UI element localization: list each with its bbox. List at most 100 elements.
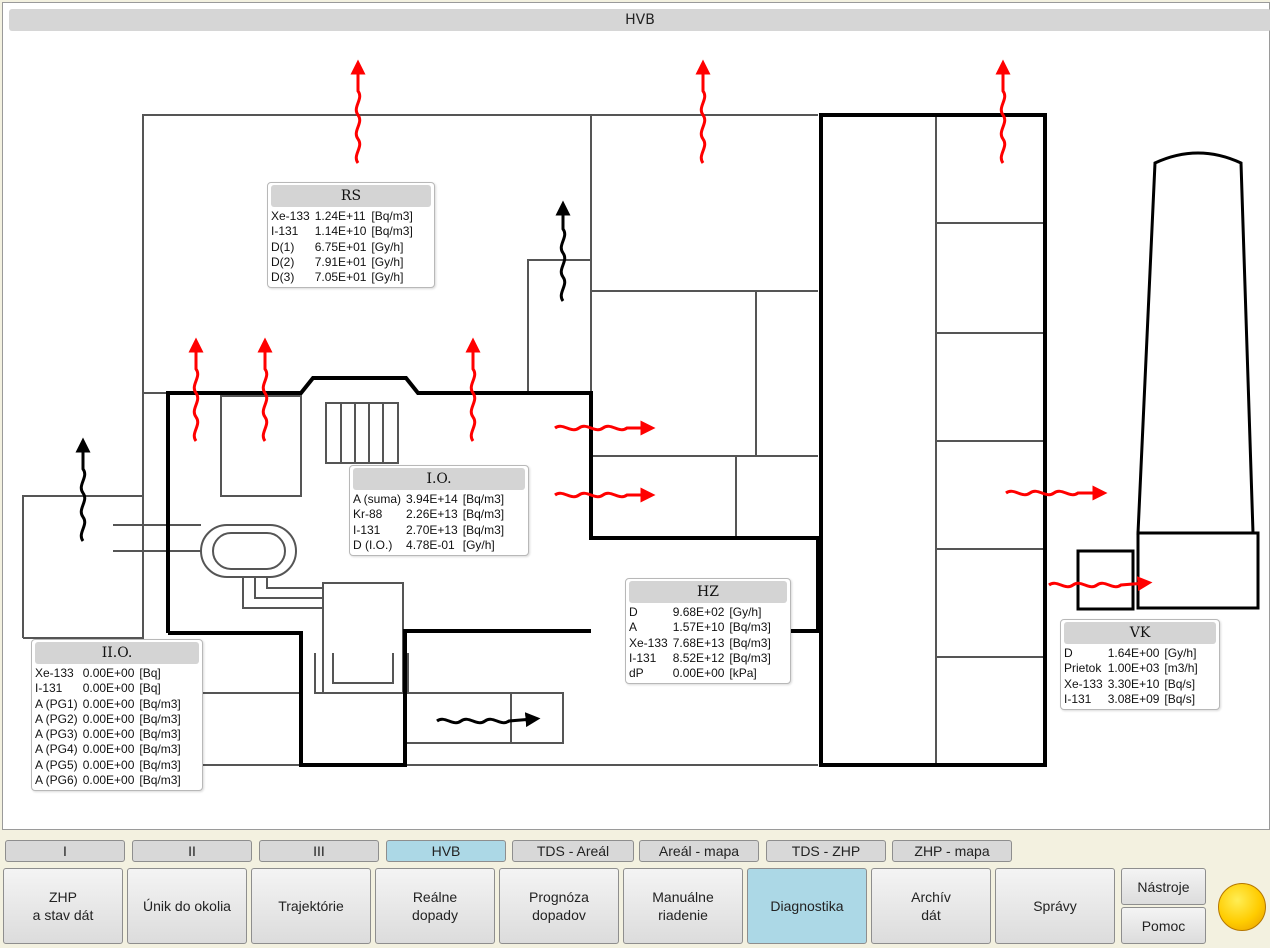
quantity-value: 1.00E+03: [1107, 661, 1160, 676]
quantity-unit: [Bq/s]: [1164, 676, 1196, 691]
quantity-label: Xe-133: [35, 666, 74, 680]
tab-iii[interactable]: III: [259, 840, 379, 862]
quantity-value: 7.05E+01: [314, 270, 367, 285]
quantity-unit: [Bq/m3]: [729, 635, 771, 650]
value-row: Prietok 1.00E+03 [m3/h]: [1064, 661, 1203, 676]
quantity-value: 1.24E+11: [314, 209, 366, 223]
quantity-unit: [Bq/m3]: [139, 696, 181, 711]
nav-archiv-button[interactable]: Archív dát: [871, 868, 991, 944]
quantity-unit: [Bq/m3]: [139, 727, 181, 742]
quantity-unit: [Bq]: [139, 681, 161, 696]
tab-ii[interactable]: II: [132, 840, 252, 862]
tab-tds-zhp[interactable]: TDS - ZHP: [766, 840, 886, 862]
status-lamp-icon: [1218, 883, 1266, 931]
quantity-label: D(2): [271, 254, 295, 269]
quantity-unit: [Bq/m3]: [139, 742, 181, 757]
value-row: A (PG5)0.00E+00[Bq/m3]: [35, 758, 186, 773]
iio-panel-title: II.O.: [35, 642, 199, 664]
value-row: D(3) 7.05E+01 [Gy/h]: [271, 270, 418, 285]
quantity-value: 2.26E+13: [406, 507, 458, 522]
nav-manualne-riadenie-button[interactable]: Manuálne riadenie: [623, 868, 743, 944]
quantity-unit: [Bq/m3]: [371, 224, 413, 239]
quantity-label: D(1): [271, 239, 295, 254]
nav-unik-button[interactable]: Únik do okolia: [127, 868, 247, 944]
value-row: D(2)7.91E+01[Gy/h]: [271, 255, 418, 270]
quantity-unit: [Gy/h]: [1164, 646, 1197, 660]
quantity-unit: [Bq]: [139, 666, 161, 680]
quantity-label: D: [1064, 646, 1073, 660]
quantity-label: A (PG3): [35, 727, 78, 742]
value-row: dP 0.00E+00 [kPa]: [629, 666, 776, 681]
nav-diagnostika-button[interactable]: Diagnostika: [747, 868, 867, 944]
quantity-label: A (PG2): [35, 711, 78, 726]
quantity-unit: [Gy/h]: [371, 270, 404, 285]
quantity-unit: [Bq/m3]: [462, 522, 505, 537]
help-button[interactable]: Pomoc: [1121, 907, 1206, 944]
quantity-unit: [m3/h]: [1164, 661, 1198, 676]
tools-button[interactable]: Nástroje: [1121, 868, 1206, 905]
quantity-value: 0.00E+00: [672, 666, 725, 681]
quantity-value: 0.00E+00: [82, 666, 135, 680]
tab-i[interactable]: I: [5, 840, 125, 862]
quantity-unit: [kPa]: [729, 666, 757, 681]
quantity-label: I-131: [35, 681, 63, 696]
quantity-value: 4.78E-01: [406, 537, 455, 552]
quantity-label: A (suma): [353, 492, 402, 506]
quantity-unit: [Bq/m3]: [139, 773, 181, 788]
quantity-value: 0.00E+00: [82, 681, 135, 696]
nav-prognoza-button[interactable]: Prognóza dopadov: [499, 868, 619, 944]
quantity-label: I-131: [629, 650, 657, 665]
quantity-label: D (I.O.): [353, 537, 393, 552]
nav-realne-dopady-button[interactable]: Reálne dopady: [375, 868, 495, 944]
view-tabs: I II III HVB TDS - Areál Areál - mapa TD…: [0, 838, 1270, 864]
quantity-label: dP: [629, 666, 644, 681]
nav-zhp-button[interactable]: ZHP a stav dát: [3, 868, 123, 944]
tab-tds-areal[interactable]: TDS - Areál: [512, 840, 634, 862]
quantity-label: Prietok: [1064, 661, 1102, 676]
iio-panel: II.O. Xe-133 0.00E+00 [Bq] I-131 0.00E+00 [Bq…: [31, 639, 203, 792]
value-row: D(1)6.75E+01[Gy/h]: [271, 240, 418, 255]
value-row: D 1.64E+00 [Gy/h]: [1064, 646, 1203, 661]
quantity-unit: [Bq/m3]: [139, 757, 181, 772]
quantity-label: D(3): [271, 270, 295, 285]
quantity-value: 0.00E+00: [82, 727, 135, 742]
value-row: Xe-133 0.00E+00 [Bq]: [35, 666, 186, 681]
hz-panel-title: HZ: [629, 581, 787, 603]
quantity-label: I-131: [271, 224, 299, 239]
quantity-value: 0.00E+00: [82, 742, 135, 757]
quantity-unit: [Gy/h]: [371, 254, 404, 269]
main-navigation: ZHP a stav dát Únik do okolia Trajektóri…: [0, 866, 1270, 948]
quantity-unit: [Bq/m3]: [462, 492, 505, 506]
tab-areal-mapa[interactable]: Areál - mapa: [639, 840, 759, 862]
quantity-value: 9.68E+02: [672, 605, 725, 619]
quantity-value: 3.30E+10: [1107, 676, 1160, 691]
quantity-value: 1.64E+00: [1107, 646, 1160, 660]
nav-trajektorie-button[interactable]: Trajektórie: [251, 868, 371, 944]
quantity-label: A (PG1): [35, 696, 78, 711]
diagram-view: HVB: [2, 2, 1270, 830]
tab-hvb[interactable]: HVB: [386, 840, 506, 862]
value-row: A (PG6)0.00E+00[Bq/m3]: [35, 773, 186, 788]
quantity-value: 0.00E+00: [82, 757, 135, 772]
quantity-value: 3.08E+09: [1107, 691, 1160, 706]
quantity-unit: [Bq/m3]: [729, 620, 771, 635]
nav-spravy-button[interactable]: Správy: [995, 868, 1115, 944]
quantity-label: A: [629, 620, 638, 635]
value-row: D (I.O.)4.78E-01[Gy/h]: [353, 538, 509, 553]
quantity-value: 0.00E+00: [82, 696, 135, 711]
quantity-value: 7.68E+13: [672, 635, 725, 650]
value-row: A (PG3) 0.00E+00 [Bq/m3]: [35, 727, 186, 742]
vk-panel-title: VK: [1064, 622, 1216, 644]
quantity-value: 8.52E+12: [672, 650, 725, 665]
quantity-unit: [Bq/m3]: [462, 507, 505, 522]
tab-zhp-mapa[interactable]: ZHP - mapa: [892, 840, 1012, 862]
